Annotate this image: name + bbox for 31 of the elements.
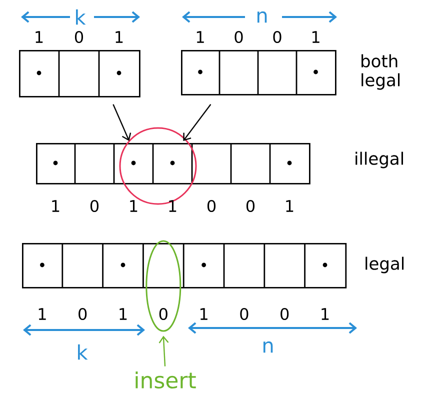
bit-digit: 0 — [246, 200, 255, 212]
insert-label: insert — [136, 372, 196, 389]
bit-digit: 0 — [240, 308, 248, 320]
bit-digit: 0 — [78, 308, 87, 320]
arrow — [183, 104, 212, 141]
state-label: legal — [366, 256, 404, 274]
bit-digit: 0 — [159, 308, 168, 320]
bit-digit: 1 — [120, 308, 127, 320]
array-drawing — [181, 50, 336, 96]
bit-digit: 1 — [286, 200, 294, 212]
arrow — [158, 336, 169, 366]
dimension-label: k — [76, 9, 86, 25]
bit-digit: 1 — [38, 308, 46, 320]
bit-digit: 1 — [322, 308, 329, 320]
bit-digit: 1 — [130, 200, 138, 212]
array-drawing — [19, 50, 140, 98]
bit-digit: 1 — [169, 200, 176, 212]
bit-digit: 0 — [90, 200, 99, 212]
bit-digit: 1 — [200, 308, 208, 320]
highlight-oval — [146, 240, 182, 332]
arrow — [112, 104, 132, 141]
dimension-label: n — [257, 11, 267, 23]
bit-digit: 0 — [280, 308, 289, 320]
state-label: illegal — [356, 152, 403, 168]
state-label: both legal — [362, 54, 400, 90]
dimension-label: n — [263, 341, 273, 353]
bit-digit: 1 — [52, 200, 60, 212]
dimension-label: k — [78, 344, 88, 360]
bit-digit: 0 — [207, 200, 216, 212]
array-drawing — [36, 143, 310, 184]
array-drawing — [22, 243, 347, 288]
